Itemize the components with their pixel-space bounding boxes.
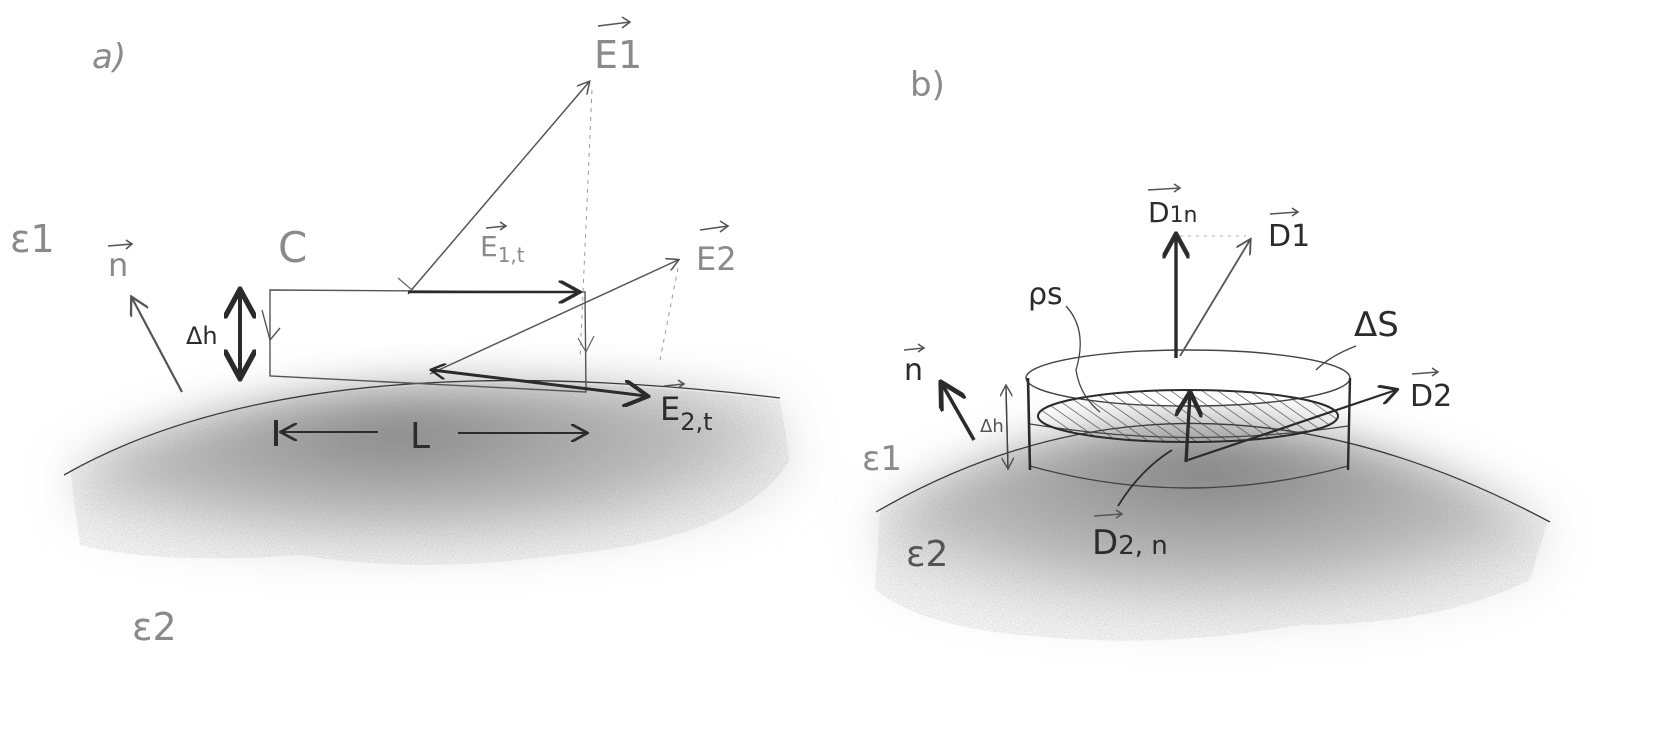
panel-b-d1n-label-base: D: [1148, 196, 1170, 229]
panel-b: b) ε1 ε2 n Δh ρs ΔS D1n D1 D2 D2, n: [862, 65, 1551, 658]
panel-a-e2-label: E2: [696, 240, 737, 278]
panel-b-region-top-label: ε1: [862, 439, 902, 479]
panel-a-e2-projection-dashed: [659, 267, 679, 361]
panel-a-contour-label: C: [278, 223, 307, 272]
panel-b-d1n-label-sub: 1n: [1170, 203, 1198, 228]
panel-b-d2n-label-sub: 2, n: [1118, 531, 1168, 561]
panel-a-e2-arrow: [429, 260, 678, 375]
panel-b-normal-label: n: [904, 353, 923, 388]
panel-a-e1-label: E1: [594, 33, 642, 77]
panel-a-normal-label: n: [108, 246, 128, 284]
panel-b-pillbox-right-wall: [1346, 377, 1352, 471]
panel-b-d2n-label: D2, n: [1092, 523, 1168, 563]
panel-a-region-bottom-label: ε2: [132, 605, 177, 649]
panel-b-surface-charge-label: ρs: [1028, 277, 1063, 312]
panel-b-medium-shading-texture: [875, 422, 1548, 641]
panel-a-e2-label-vector-bar: [699, 220, 730, 233]
panel-a: a) ε1 ε2 n Δh C L E1 E1,t E2 E2,t: [10, 16, 800, 649]
panel-a-contour-direction-mark-top: [397, 277, 413, 291]
panel-b-d2n-label-vector-bar: [1093, 509, 1124, 519]
panel-b-surface-charge-leader: [1065, 305, 1101, 413]
panel-a-e1t-label-vector-bar: [485, 221, 508, 231]
panel-b-area-label: ΔS: [1354, 305, 1399, 345]
panel-a-e2t-label-vector-bar: [663, 379, 686, 389]
panel-a-normal-label-vector-bar: [107, 239, 134, 250]
panel-a-e1t-label-base: E: [480, 230, 498, 263]
panel-b-region-bottom-label: ε2: [906, 534, 948, 575]
panel-a-region-top-label: ε1: [10, 217, 55, 261]
panel-a-normal-arrow: [132, 298, 183, 393]
panel-b-d2n-leader: [1117, 449, 1173, 507]
panel-b-normal-arrow: [942, 384, 976, 441]
panel-b-normal-label-vector-bar: [903, 343, 926, 353]
panel-b-d2-label: D2: [1410, 379, 1452, 414]
panel-a-contour-rectangle: [269, 289, 587, 393]
panel-a-e1t-label: E1,t: [480, 230, 525, 267]
panel-a-e2t-label-base: E: [660, 390, 680, 428]
panel-a-e2t-back-arrow: [432, 370, 501, 378]
panel-b-d1-label-vector-bar: [1269, 207, 1300, 217]
panel-b-d1-arrow: [1179, 240, 1250, 357]
panel-b-label: b): [910, 65, 945, 105]
panel-b-d1n-label-vector-bar: [1147, 183, 1182, 193]
panel-b-d2-label-vector-bar: [1411, 367, 1440, 377]
panel-b-d2n-arrow: [1186, 394, 1190, 463]
panel-a-e1-label-vector-bar: [597, 16, 632, 29]
panel-b-area-leader: [1315, 345, 1357, 371]
panel-a-e1t-label-sub: 1,t: [498, 243, 525, 267]
panel-a-e2t-label: E2,t: [660, 390, 713, 436]
panel-b-pillbox-left-wall: [1026, 377, 1032, 471]
panel-a-e1-projection-dashed: [579, 89, 593, 361]
panel-a-label: a): [92, 37, 126, 77]
panel-b-d1n-label: D1n: [1148, 196, 1198, 229]
panel-b-pillbox-bottom: [1029, 465, 1349, 489]
panel-a-height-tick: [261, 309, 281, 342]
panel-a-e2t-label-sub: 2,t: [680, 408, 712, 436]
panel-a-length-label: L: [410, 416, 430, 457]
panel-b-height-label: Δh: [980, 416, 1004, 437]
panel-a-e1-arrow: [407, 82, 589, 295]
panel-b-d1-label: D1: [1268, 219, 1310, 254]
panel-b-d2n-label-base: D: [1092, 523, 1118, 563]
panel-a-height-label: Δh: [186, 322, 218, 350]
panel-b-d2-arrow: [1187, 390, 1396, 462]
panel-a-contour-direction-mark: [577, 335, 595, 354]
panel-a-medium-shading-texture: [70, 383, 790, 565]
panel-b-height-arrow-down: [1006, 391, 1008, 468]
